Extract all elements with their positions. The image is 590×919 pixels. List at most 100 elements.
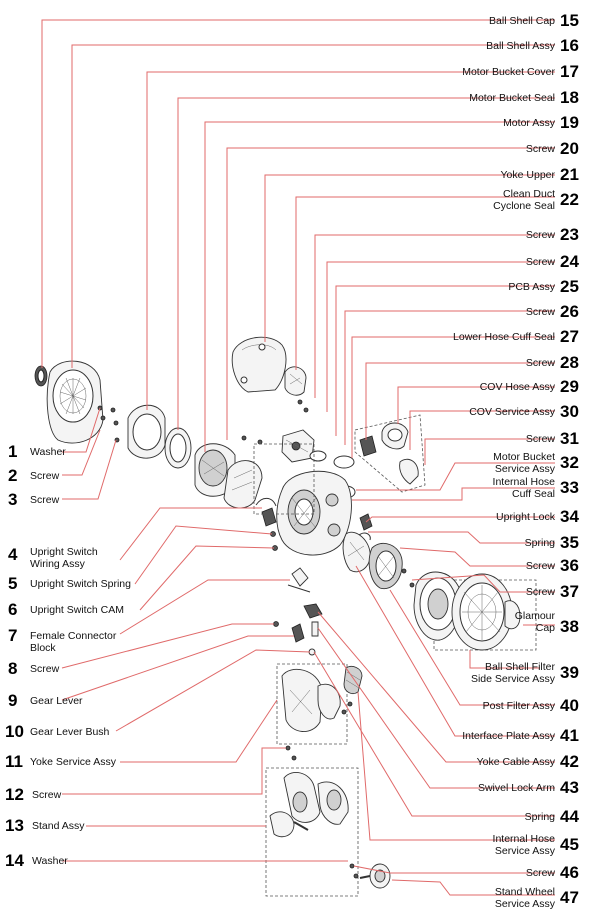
svg-text:11: 11	[5, 752, 23, 771]
callout-26: 26 Screw	[526, 302, 579, 321]
svg-text:Post Filter Assy: Post Filter Assy	[483, 700, 556, 712]
svg-text:Stand Assy: Stand Assy	[32, 820, 85, 832]
pcb-assy-drawing	[281, 429, 315, 463]
callout-36: 36 Screw	[526, 556, 579, 575]
svg-text:Washer: Washer	[32, 855, 68, 867]
post-filter-drawing	[368, 542, 403, 590]
cov-hose-drawing	[359, 422, 419, 485]
svg-text:Spring: Spring	[525, 811, 556, 823]
svg-text:Ball Shell Assy: Ball Shell Assy	[486, 40, 556, 52]
svg-text:6: 6	[8, 600, 17, 619]
svg-text:Upright Lock: Upright Lock	[496, 511, 556, 523]
svg-text:27: 27	[560, 327, 579, 346]
callout-11: 11 Yoke Service Assy	[5, 752, 117, 771]
svg-text:9: 9	[8, 691, 17, 710]
yoke-service-drawing	[281, 668, 341, 732]
svg-text:19: 19	[560, 113, 579, 132]
svg-text:Motor Bucket Seal: Motor Bucket Seal	[469, 92, 555, 104]
svg-text:35: 35	[560, 533, 579, 552]
stand-assy-drawing	[269, 771, 349, 838]
svg-text:PCB Assy: PCB Assy	[508, 281, 555, 293]
svg-text:13: 13	[5, 816, 24, 835]
svg-text:28: 28	[560, 353, 579, 372]
svg-text:4: 4	[8, 545, 18, 564]
svg-text:Screw: Screw	[526, 229, 556, 241]
svg-text:5: 5	[8, 574, 17, 593]
svg-text:36: 36	[560, 556, 579, 575]
svg-text:39: 39	[560, 663, 579, 682]
filter-screws-drawing	[401, 568, 415, 588]
callout-35: 35 Spring	[525, 533, 579, 552]
svg-text:Screw: Screw	[526, 560, 556, 572]
svg-text:42: 42	[560, 752, 579, 771]
svg-text:Screw: Screw	[526, 306, 556, 318]
svg-text:Motor Assy: Motor Assy	[503, 117, 556, 129]
callout-6: 6 Upright Switch CAM	[8, 600, 124, 619]
svg-text:32: 32	[560, 453, 579, 472]
yoke-cable-drawing	[273, 603, 323, 656]
ball-shell-filter-drawing	[451, 573, 521, 651]
motor-bucket-body-drawing	[255, 470, 352, 556]
svg-text:Upright Switch Spring: Upright Switch Spring	[30, 578, 131, 590]
svg-text:26: 26	[560, 302, 579, 321]
svg-text:Screw: Screw	[32, 789, 62, 801]
svg-text:47: 47	[560, 888, 579, 907]
svg-text:Washer: Washer	[30, 446, 66, 458]
svg-text:22: 22	[560, 190, 579, 209]
svg-text:44: 44	[560, 807, 579, 826]
internal-hose-drawing	[341, 665, 363, 715]
ball-shell-filter-side-drawing	[413, 571, 462, 641]
motor-bucket-seal-drawing	[164, 427, 192, 469]
yoke-screw-drawing	[285, 745, 297, 761]
svg-text:Yoke Service Assy: Yoke Service Assy	[30, 756, 117, 768]
svg-text:41: 41	[560, 726, 579, 745]
svg-text:Motor Bucket Cover: Motor Bucket Cover	[462, 66, 555, 78]
svg-text:46: 46	[560, 863, 579, 882]
svg-text:25: 25	[560, 277, 579, 296]
svg-text:Screw: Screw	[30, 494, 60, 506]
svg-text:8: 8	[8, 659, 17, 678]
svg-text:16: 16	[560, 36, 579, 55]
svg-text:7: 7	[8, 626, 17, 645]
svg-text:3: 3	[8, 490, 17, 509]
svg-text:Spring: Spring	[525, 537, 556, 549]
svg-text:Upright Switch CAM: Upright Switch CAM	[30, 604, 124, 616]
motor-shroud-drawing	[223, 460, 263, 509]
callout-44: 44 Spring	[525, 807, 580, 826]
upright-switch-drawing	[261, 507, 311, 593]
svg-text:10: 10	[5, 722, 24, 741]
callout-3: 3 Screw	[8, 490, 60, 509]
svg-text:33: 33	[560, 478, 579, 497]
ball-shell-cap-drawing	[34, 365, 48, 387]
svg-text:29: 29	[560, 377, 579, 396]
leader-lines	[41, 19, 555, 896]
svg-text:Screw: Screw	[30, 663, 60, 675]
callout-16: 16 Ball Shell Assy	[486, 36, 579, 55]
